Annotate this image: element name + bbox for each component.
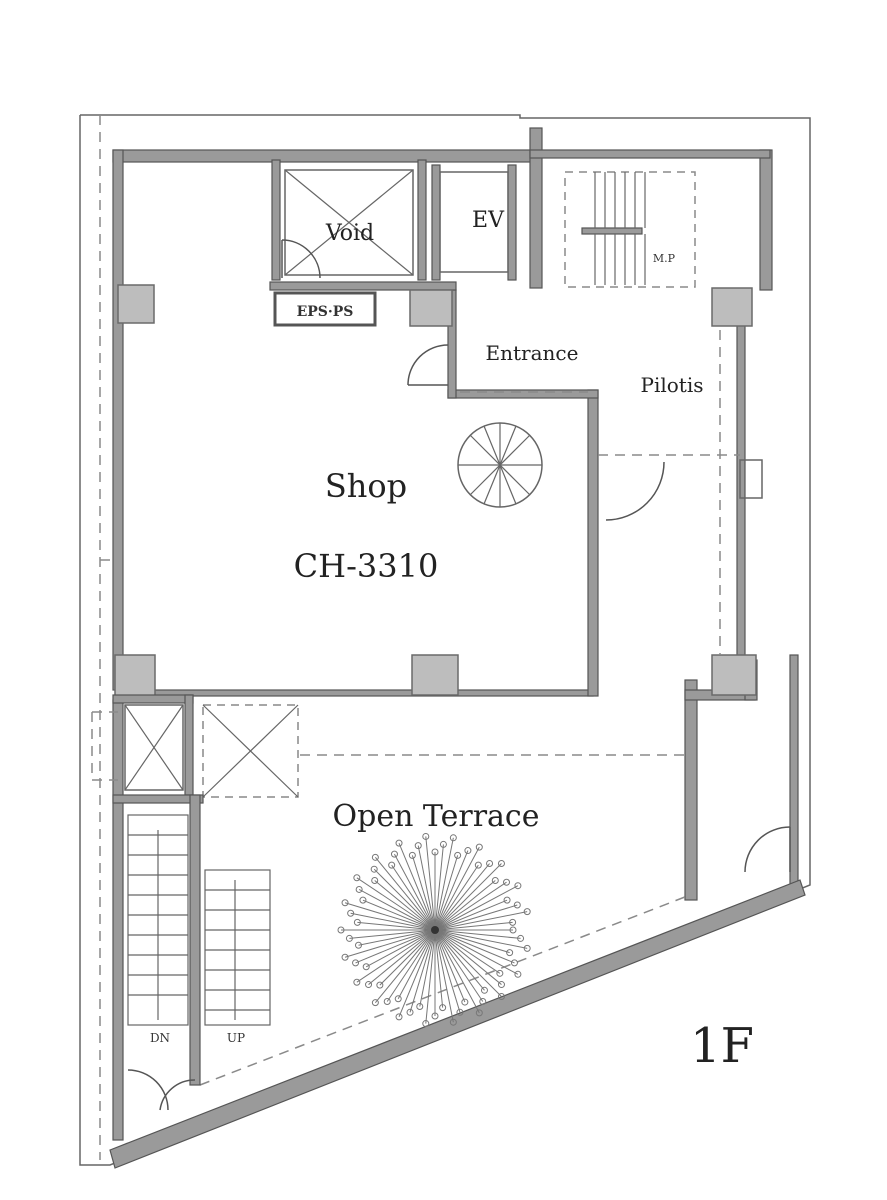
label-stair-up: UP <box>227 1031 245 1045</box>
label-ev: EV <box>472 208 505 233</box>
label-stair-down: DN <box>150 1031 170 1045</box>
spiral-stair <box>457 422 543 508</box>
terrace-outline <box>199 754 691 1086</box>
lower-right-door <box>744 826 791 873</box>
tree-icon <box>337 832 531 1028</box>
label-floor: 1F <box>690 1018 754 1074</box>
elevator <box>431 164 517 281</box>
void-shaft <box>271 159 427 281</box>
lower-shafts <box>91 694 299 798</box>
columns <box>114 284 757 701</box>
site-boundary <box>79 114 811 1166</box>
eps-ps-box <box>273 291 377 327</box>
entrance-door <box>407 344 588 393</box>
label-open-terrace: Open Terrace <box>333 799 540 834</box>
label-eps-ps: EPS·PS <box>297 304 354 320</box>
label-pilotis: Pilotis <box>641 373 704 397</box>
outer-walls <box>109 127 806 1169</box>
pilotis-outline <box>598 330 763 655</box>
top-right-stair <box>564 171 696 288</box>
label-shop: Shop <box>325 467 407 505</box>
label-entrance: Entrance <box>486 341 579 365</box>
label-void: Void <box>325 221 374 246</box>
lower-stairs <box>112 794 271 1111</box>
label-shop-code: CH-3310 <box>294 547 439 585</box>
label-stair-top-mark: M.P <box>653 252 676 265</box>
